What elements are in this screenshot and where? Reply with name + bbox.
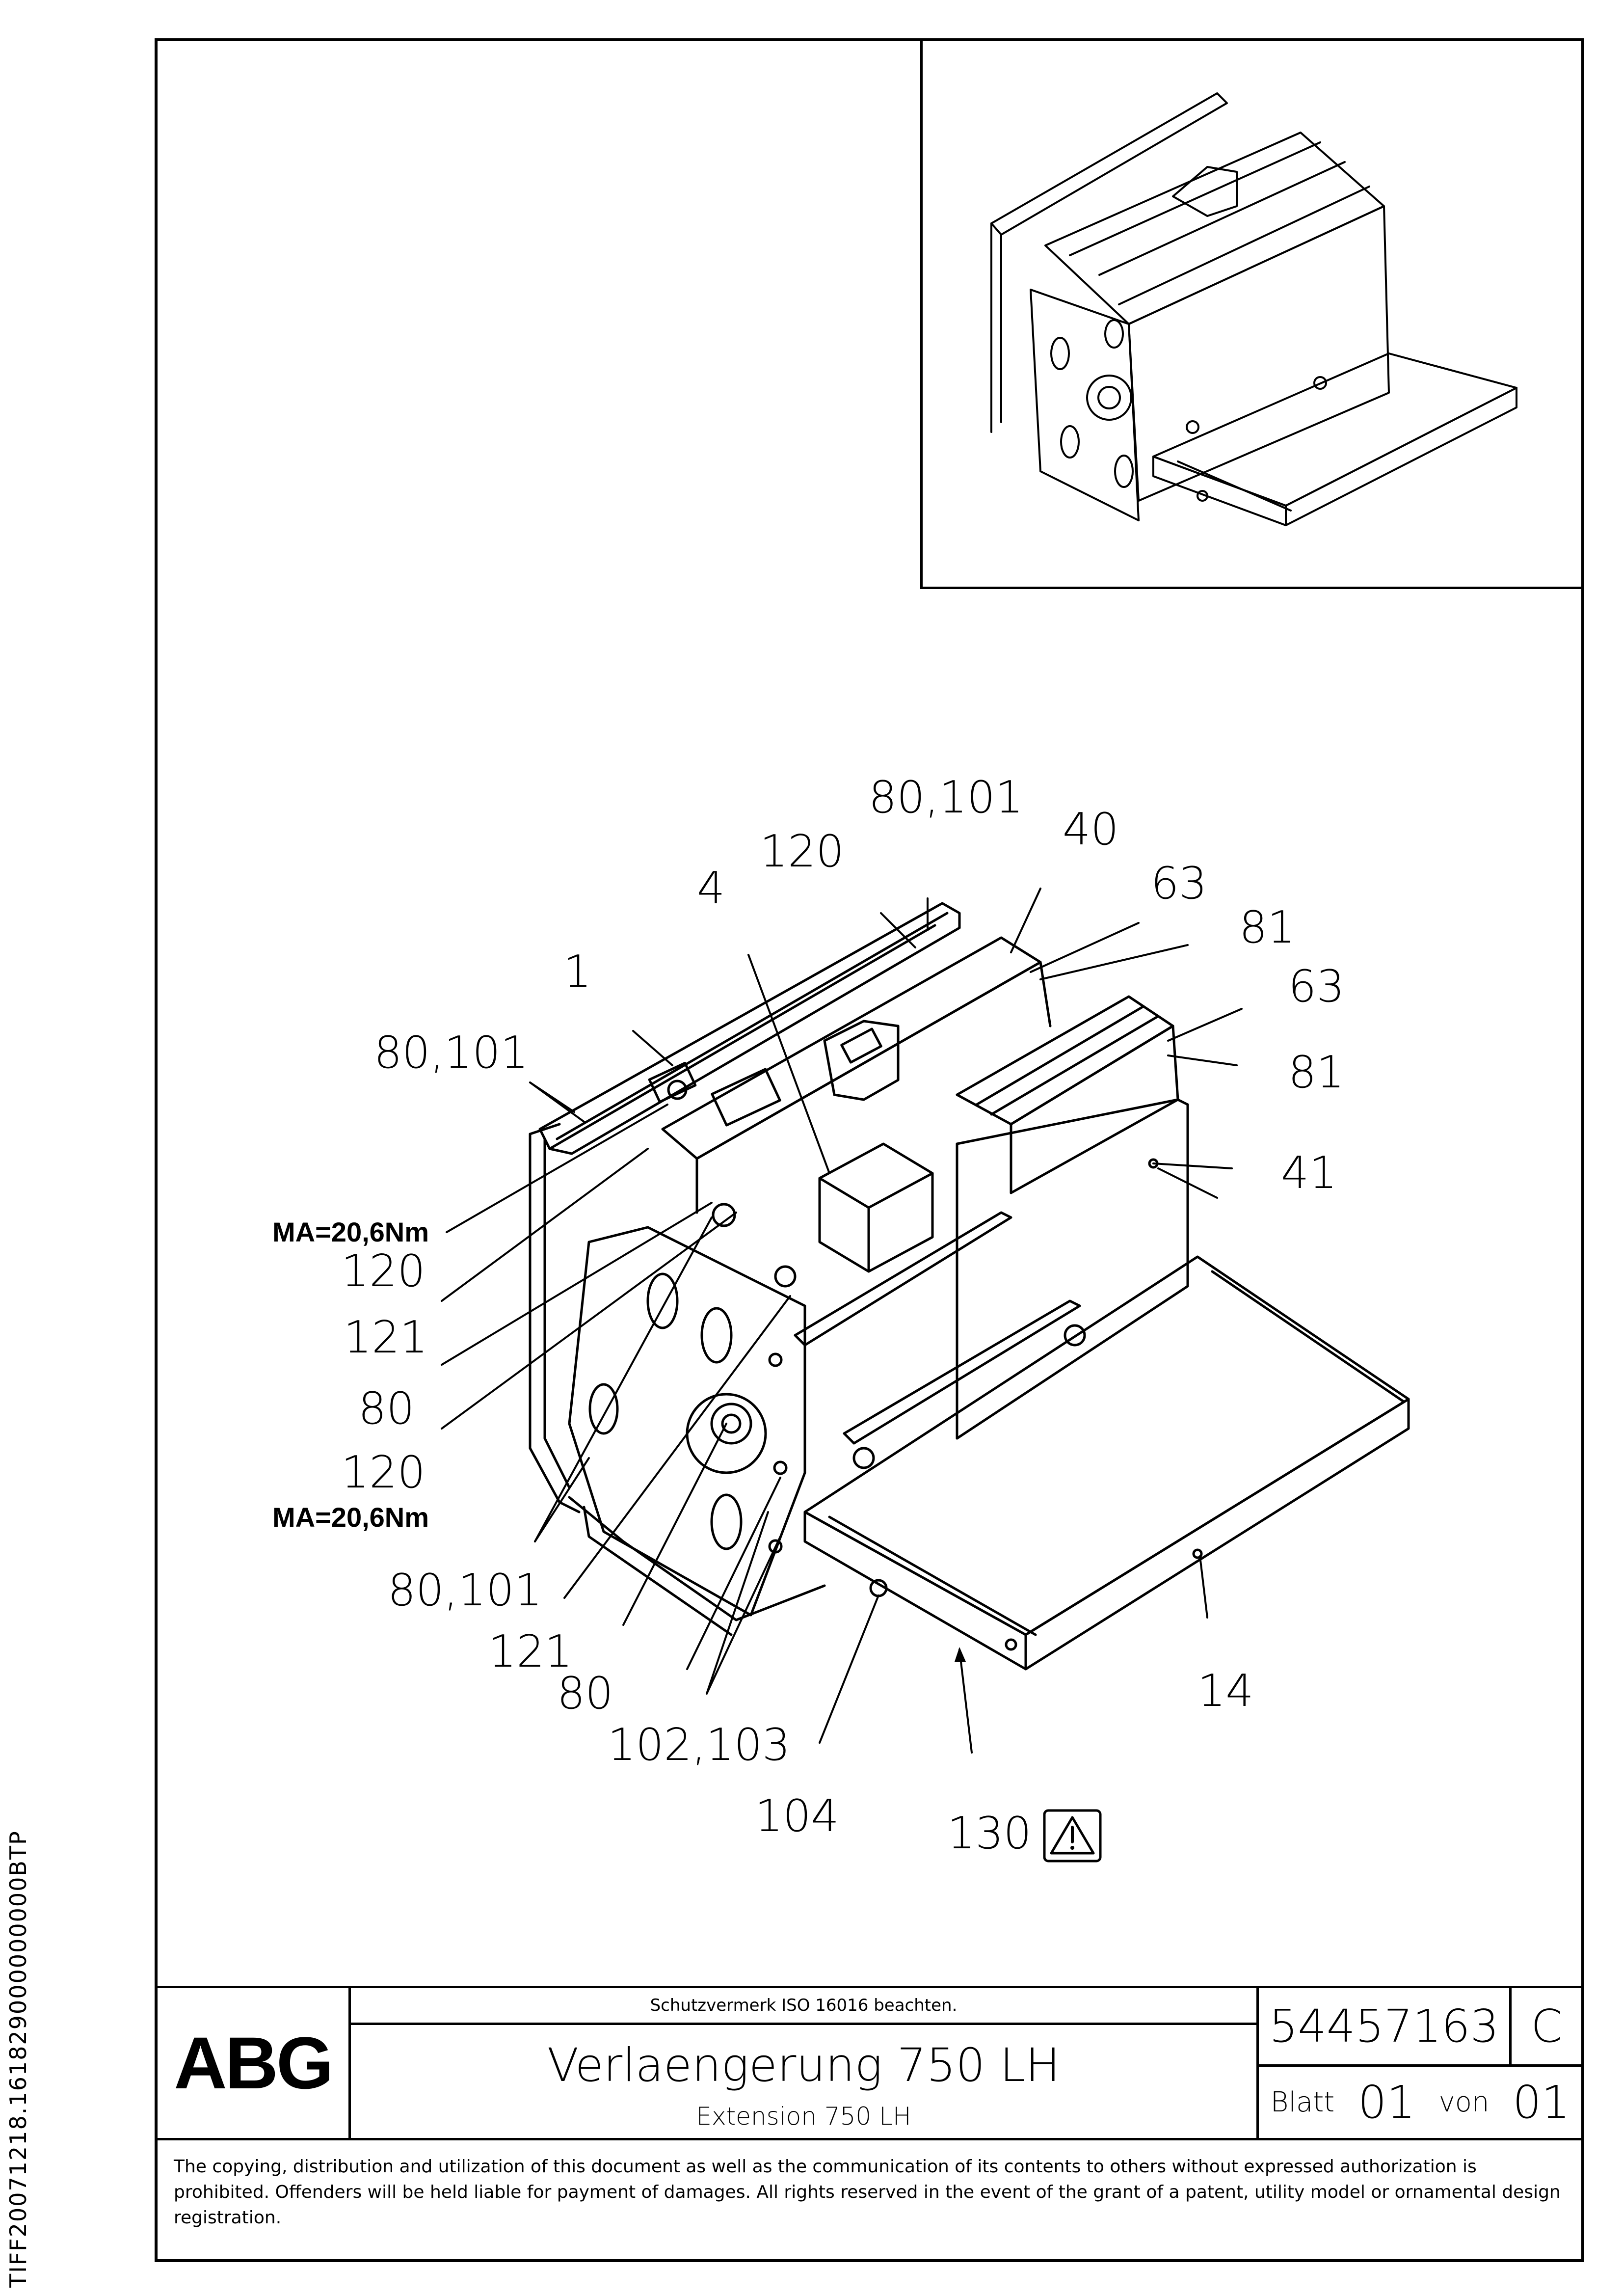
legal-notice: The copying, distribution and utilizatio… xyxy=(155,2138,1584,2262)
item-label-4: 4 xyxy=(697,863,725,914)
warning-triangle-icon xyxy=(1043,1809,1102,1863)
item-label-1: 1 xyxy=(563,946,592,998)
item-label-120-top: 120 xyxy=(760,826,844,877)
item-label-120-b: 120 xyxy=(341,1447,426,1498)
drawing-title-de: Verlaengerung 750 LH xyxy=(547,2039,1061,2092)
item-label-81-b: 81 xyxy=(1288,1047,1345,1098)
item-label-120-a: 120 xyxy=(341,1245,426,1297)
item-label-80-b: 80 xyxy=(557,1668,613,1719)
item-label-104: 104 xyxy=(755,1790,839,1842)
item-label-121-b: 121 xyxy=(488,1626,573,1677)
overview-inset xyxy=(920,38,1584,589)
drawing-title-en: Extension 750 LH xyxy=(696,2102,911,2131)
item-label-80-a: 80 xyxy=(358,1383,415,1434)
item-label-63-b: 63 xyxy=(1288,961,1345,1012)
torque-note-upper: MA=20,6Nm xyxy=(272,1216,429,1247)
drawing-title-cell: Verlaengerung 750 LH Extension 750 LH xyxy=(348,2023,1259,2140)
sheet-total: 01 xyxy=(1513,2076,1570,2129)
protection-notice: Schutzvermerk ISO 16016 beachten. xyxy=(348,1986,1259,2025)
item-label-80-101-left: 80,101 xyxy=(374,1027,529,1079)
item-label-130: 130 xyxy=(947,1808,1032,1859)
item-label-14: 14 xyxy=(1197,1665,1254,1717)
of-label: von xyxy=(1438,2086,1490,2118)
title-block: ABG Schutzvermerk ISO 16016 beachten. Ve… xyxy=(155,1986,1584,2262)
item-label-40: 40 xyxy=(1063,804,1119,855)
company-logo: ABG xyxy=(155,1986,351,2140)
item-label-102-103: 102,103 xyxy=(608,1719,791,1771)
leader-lines xyxy=(441,888,1243,1754)
sheet-info: Blatt 01 von 01 xyxy=(1256,2064,1584,2140)
item-label-41: 41 xyxy=(1281,1147,1337,1199)
document-number: 54457163 xyxy=(1256,1986,1512,2067)
sheet-label: Blatt xyxy=(1270,2086,1335,2118)
item-label-63-a: 63 xyxy=(1151,858,1207,909)
main-assembly xyxy=(529,902,1410,1671)
item-label-80-101-bottom: 80,101 xyxy=(388,1565,542,1616)
item-label-81-a: 81 xyxy=(1239,902,1296,953)
revision: C xyxy=(1509,1986,1584,2067)
torque-note-lower: MA=20,6Nm xyxy=(272,1502,429,1533)
item-label-80-101-top: 80,101 xyxy=(869,772,1023,823)
item-label-121-a: 121 xyxy=(344,1312,428,1363)
inset-assembly xyxy=(990,92,1517,526)
sheet-number: 01 xyxy=(1357,2076,1415,2129)
